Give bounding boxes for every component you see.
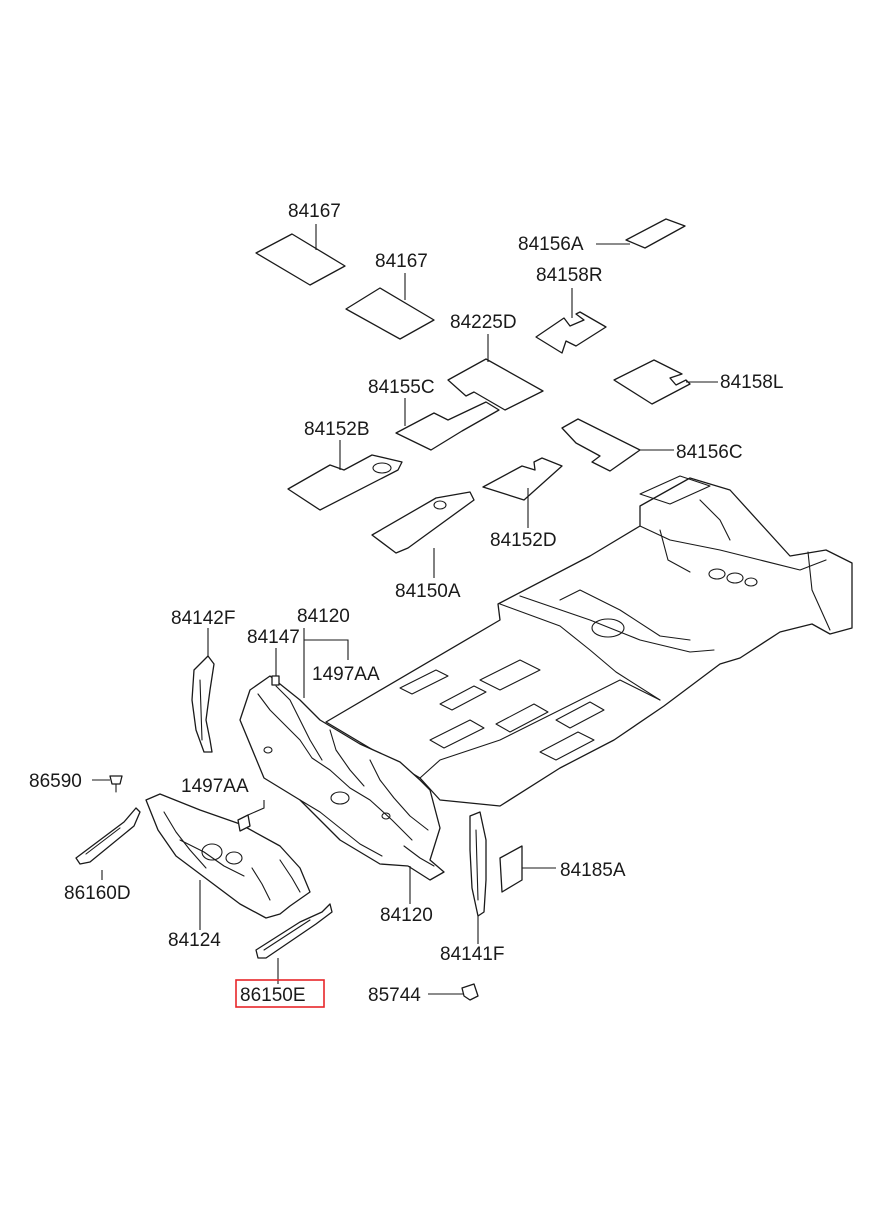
label-84167-upper[interactable]: 84167 (288, 201, 341, 222)
part-labels: 84167 84167 84156A 84158R 84225D 84158L … (29, 201, 783, 1006)
label-86590[interactable]: 86590 (29, 771, 82, 792)
pad-1497aa[interactable] (237, 814, 251, 832)
label-86160d[interactable]: 86160D (64, 883, 131, 904)
label-84124[interactable]: 84124 (168, 930, 221, 951)
pad-84185a[interactable] (499, 845, 523, 893)
clip-84147[interactable] (271, 675, 280, 686)
pad-84158l[interactable] (613, 359, 691, 405)
label-84152b[interactable]: 84152B (304, 419, 370, 440)
label-84158r[interactable]: 84158R (536, 265, 603, 286)
strip-86150e[interactable] (255, 903, 333, 959)
pad-84156a[interactable] (625, 218, 686, 249)
label-84152d[interactable]: 84152D (490, 530, 557, 551)
label-84147[interactable]: 84147 (247, 627, 300, 648)
label-84150a[interactable]: 84150A (395, 581, 461, 602)
label-84120-top[interactable]: 84120 (297, 606, 350, 627)
trim-84142f[interactable] (191, 655, 215, 753)
strip-86160d[interactable] (75, 807, 141, 865)
pad-84167-upper[interactable] (255, 233, 346, 286)
dash-panel-84120[interactable] (239, 675, 445, 881)
floor-panel[interactable] (325, 475, 853, 807)
label-1497aa-left[interactable]: 1497AA (181, 776, 249, 797)
grommet-85744[interactable] (461, 983, 479, 1001)
label-85744[interactable]: 85744 (368, 985, 421, 1006)
pad-84156c[interactable] (561, 418, 641, 472)
pad-84155c[interactable] (395, 401, 500, 451)
label-84155c[interactable]: 84155C (368, 377, 435, 398)
label-84156a[interactable]: 84156A (518, 234, 584, 255)
pad-84150a[interactable] (371, 491, 475, 554)
pad-84152b[interactable] (287, 454, 403, 511)
clip-86590[interactable] (109, 775, 123, 793)
pad-84152d[interactable] (482, 457, 563, 501)
highlight-box-86150e (235, 979, 325, 1008)
pad-84158r[interactable] (535, 311, 607, 354)
label-84185a[interactable]: 84185A (560, 860, 626, 881)
pad-84167-lower[interactable] (345, 287, 435, 340)
label-84167-lower[interactable]: 84167 (375, 251, 428, 272)
label-84158l[interactable]: 84158L (720, 372, 783, 393)
label-84156c[interactable]: 84156C (676, 442, 743, 463)
label-84120-bottom[interactable]: 84120 (380, 905, 433, 926)
label-84225d[interactable]: 84225D (450, 312, 517, 333)
label-84141f[interactable]: 84141F (440, 944, 504, 965)
pad-84225d[interactable] (447, 358, 544, 411)
label-84142f[interactable]: 84142F (171, 608, 235, 629)
insulator-84124[interactable] (145, 793, 311, 919)
label-1497aa-right[interactable]: 1497AA (312, 664, 380, 685)
label-86150e[interactable]: 86150E (240, 985, 306, 1006)
trim-84141f[interactable] (469, 811, 487, 917)
